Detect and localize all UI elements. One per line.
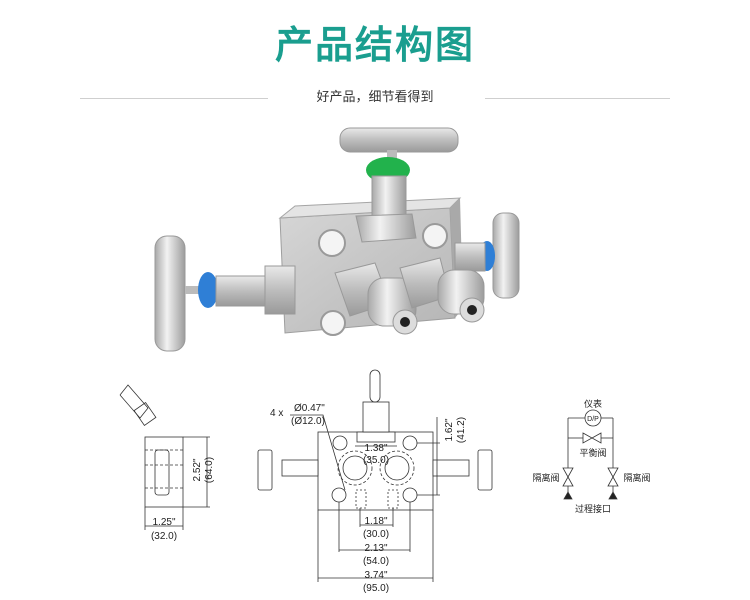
- side-width-in: 1.25": [152, 517, 175, 528]
- product-photo: [154, 127, 520, 352]
- side-width-mm: (32.0): [151, 531, 177, 542]
- page-title: 产品结构图: [274, 23, 475, 67]
- inner-spacing-in: 1.18": [364, 516, 387, 527]
- isolation-valve-right-label: 隔离阀: [623, 472, 650, 484]
- hole-dia-mm: (Ø12.0): [291, 416, 325, 427]
- process-connection-label: 过程接口: [575, 503, 611, 515]
- isolation-valve-left-label: 隔离阀: [532, 472, 559, 484]
- side-view: [119, 384, 210, 530]
- front-height-mm: (41.2): [456, 417, 467, 443]
- side-height-in: 2.52": [192, 458, 203, 481]
- overall-width-in: 3.74": [364, 570, 387, 581]
- process-ports: [334, 257, 485, 335]
- right-valve: [454, 212, 520, 299]
- divider-right: [485, 98, 670, 99]
- hole-dia-in: Ø0.47": [294, 403, 325, 414]
- top-valve: [339, 127, 459, 243]
- hole-count: 4 x: [270, 408, 283, 419]
- front-height-in: 1.62": [444, 418, 455, 441]
- overall-width-mm: (95.0): [363, 583, 389, 594]
- left-valve: [154, 235, 296, 352]
- dp-symbol-icon: D/P: [587, 416, 599, 423]
- inner-spacing-mm: (30.0): [363, 529, 389, 540]
- valve-schematic: [562, 409, 619, 500]
- port-spacing-mm: (35.0): [363, 455, 389, 466]
- equalizer-valve-label: 平衡阀: [579, 447, 606, 459]
- page-subtitle: 好产品，细节看得到: [316, 90, 434, 105]
- hole-spacing-mm: (54.0): [363, 556, 389, 567]
- side-height-mm: (64.0): [204, 457, 215, 483]
- hole-spacing-in: 2.13": [364, 543, 387, 554]
- front-view: [257, 369, 493, 582]
- instrument-label: 仪表: [584, 398, 602, 410]
- divider-left: [80, 98, 268, 99]
- port-spacing-in: 1.38": [364, 443, 387, 454]
